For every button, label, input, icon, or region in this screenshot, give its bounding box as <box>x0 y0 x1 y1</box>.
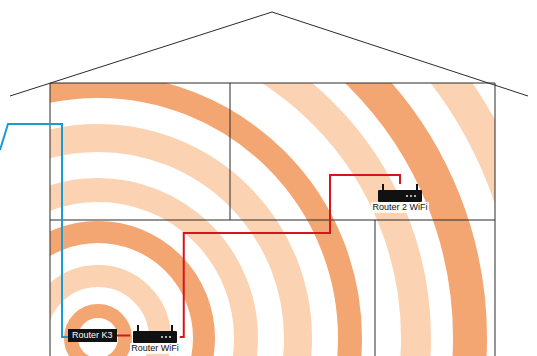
status-led <box>410 195 412 197</box>
router-box: Router K3 <box>68 329 117 342</box>
antenna <box>416 184 418 191</box>
wifi-router: Router WiFi <box>130 325 180 354</box>
outer-wall <box>50 83 495 356</box>
inner-wall <box>375 220 376 356</box>
status-led <box>414 195 416 197</box>
wifi-waves <box>50 83 495 356</box>
status-led <box>161 336 163 338</box>
wave-ring <box>50 83 495 356</box>
router-body <box>378 190 422 202</box>
antenna <box>171 325 173 332</box>
house-outline <box>10 12 528 356</box>
device-label: Router K3 <box>72 330 113 341</box>
router-icon <box>377 184 423 202</box>
wave-ring <box>50 190 246 356</box>
router-icon <box>132 325 178 343</box>
status-led <box>169 336 171 338</box>
device-label: Router 2 WiFi <box>371 202 428 213</box>
antenna <box>137 325 139 332</box>
status-led <box>406 195 408 197</box>
router-body <box>133 331 177 343</box>
inner-wall <box>230 83 231 220</box>
incoming-cable <box>0 124 68 337</box>
wifi-router: Router 2 WiFi <box>371 184 428 213</box>
network-cable <box>117 335 131 337</box>
network-cable <box>180 175 400 337</box>
status-led <box>165 336 167 338</box>
wave-ring <box>71 311 125 356</box>
device-label: Router WiFi <box>130 343 180 354</box>
wave-ring <box>50 86 350 356</box>
antenna <box>382 184 384 191</box>
wave-ring <box>50 138 298 356</box>
floor <box>50 220 495 221</box>
